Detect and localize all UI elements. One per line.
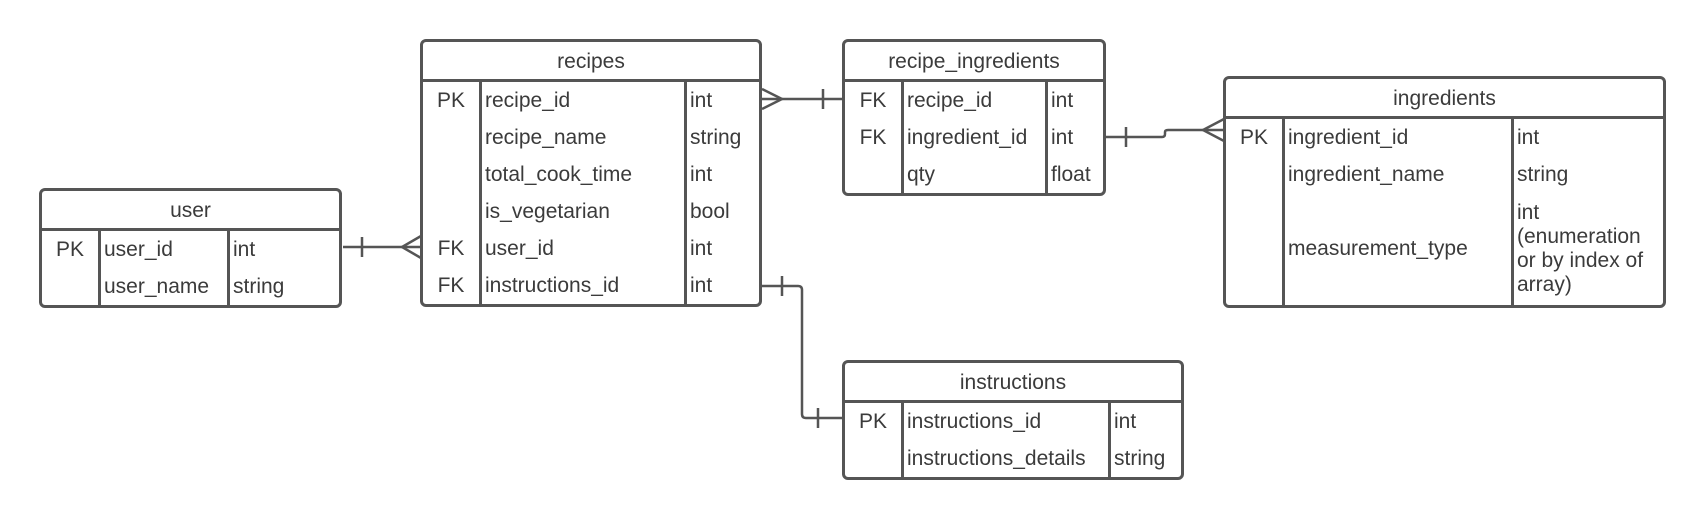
rel-ri-ingredients-line: [1105, 128, 1224, 139]
field-type: int: [1051, 88, 1074, 112]
table-row[interactable]: FK instructions_id int: [423, 267, 759, 304]
field-type: string: [1517, 162, 1569, 186]
table-recipe-ingredients[interactable]: recipe_ingredients FK recipe_id int FK i…: [842, 39, 1106, 196]
rel-recipes-instructions: [761, 276, 843, 428]
table-row[interactable]: total_cook_time int: [423, 156, 759, 193]
table-user[interactable]: user PK user_id int user_name string: [39, 188, 342, 308]
field-name: qty: [907, 162, 936, 186]
table-row[interactable]: is_vegetarian bool: [423, 193, 759, 230]
rel-recipes-instructions-line: [761, 284, 843, 420]
field-name: is_vegetarian: [485, 199, 610, 223]
key-cell: [845, 440, 901, 477]
table-row[interactable]: PK recipe_id int: [423, 82, 759, 119]
key-cell: PK: [858, 409, 887, 433]
key-cell: FK: [859, 88, 887, 112]
table-title: recipe_ingredients: [845, 42, 1103, 82]
field-name: user_name: [104, 274, 210, 298]
field-name: instructions_id: [485, 273, 620, 297]
field-name: total_cook_time: [485, 162, 633, 186]
field-name: ingredient_name: [1288, 162, 1445, 186]
table-row[interactable]: recipe_name string: [423, 119, 759, 156]
rel-ri-ingredients: [1105, 117, 1225, 147]
field-type: int: [1051, 125, 1074, 149]
field-name: ingredient_id: [907, 125, 1028, 149]
key-cell: [845, 156, 901, 193]
field-type: float: [1051, 162, 1091, 186]
field-type: int: [233, 237, 256, 261]
table-row[interactable]: ingredient_name string: [1226, 156, 1663, 193]
field-type: string: [233, 274, 285, 298]
key-cell: [423, 156, 479, 193]
key-cell: PK: [1239, 125, 1268, 149]
field-type: int: [690, 162, 713, 186]
table-row[interactable]: instructions_details string: [845, 440, 1181, 477]
table-row[interactable]: FK recipe_id int: [845, 82, 1103, 119]
key-cell: FK: [437, 236, 465, 260]
key-cell: [423, 193, 479, 230]
field-type: string: [690, 125, 742, 149]
key-cell: [1226, 193, 1282, 305]
table-row[interactable]: FK ingredient_id int: [845, 119, 1103, 156]
key-cell: [1226, 156, 1282, 193]
field-name: instructions_id: [907, 409, 1042, 433]
field-name: recipe_name: [485, 125, 607, 149]
many-marker: [761, 87, 785, 111]
table-row[interactable]: PK ingredient_id int: [1226, 119, 1663, 156]
field-name: user_id: [485, 236, 554, 260]
field-name: user_id: [104, 237, 173, 261]
table-title: user: [42, 191, 339, 231]
field-name: measurement_type: [1288, 237, 1468, 260]
key-cell: PK: [55, 237, 84, 261]
key-cell: PK: [436, 88, 465, 112]
table-row[interactable]: user_name string: [42, 268, 339, 305]
table-recipes[interactable]: recipes PK recipe_id int recipe_name str…: [420, 39, 762, 307]
field-type: string: [1114, 446, 1166, 470]
table-ingredients[interactable]: ingredients PK ingredient_id int ingredi…: [1223, 76, 1666, 308]
table-title: instructions: [845, 363, 1181, 403]
many-marker: [399, 234, 422, 260]
key-cell: [42, 268, 98, 305]
table-title: ingredients: [1226, 79, 1663, 119]
field-name: recipe_id: [907, 88, 993, 112]
field-name: instructions_details: [907, 446, 1086, 470]
rel-user-recipes: [343, 234, 422, 260]
field-type: int (enumeration or by index of array): [1517, 201, 1644, 296]
field-type: bool: [690, 199, 730, 223]
field-type: int: [690, 88, 713, 112]
table-title: recipes: [423, 42, 759, 82]
table-row[interactable]: qty float: [845, 156, 1103, 193]
key-cell: FK: [859, 125, 887, 149]
field-type: int: [1517, 125, 1540, 149]
field-type: int: [690, 273, 713, 297]
field-type: int: [1114, 409, 1137, 433]
table-instructions[interactable]: instructions PK instructions_id int inst…: [842, 360, 1184, 480]
table-row[interactable]: measurement_type int (enumeration or by …: [1226, 193, 1663, 305]
field-type: int: [690, 236, 713, 260]
table-row[interactable]: PK instructions_id int: [845, 403, 1181, 440]
table-row[interactable]: PK user_id int: [42, 231, 339, 268]
field-name: ingredient_id: [1288, 125, 1409, 149]
rel-recipes-recipe-ingredients: [761, 87, 843, 111]
table-row[interactable]: FK user_id int: [423, 230, 759, 267]
key-cell: FK: [437, 273, 465, 297]
many-marker: [1200, 117, 1225, 143]
field-name: recipe_id: [485, 88, 571, 112]
key-cell: [423, 119, 479, 156]
